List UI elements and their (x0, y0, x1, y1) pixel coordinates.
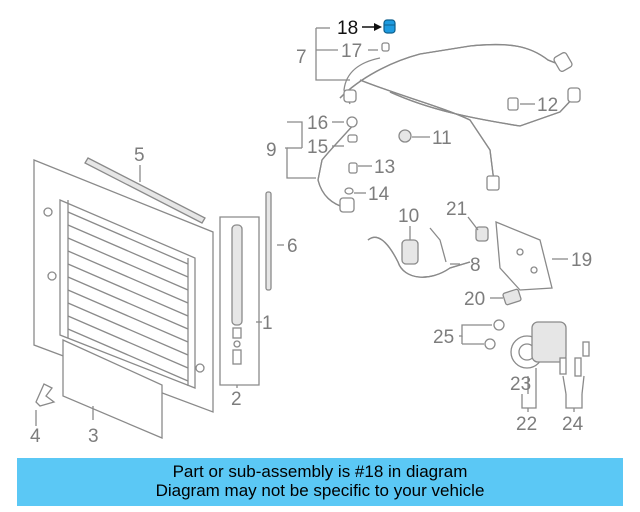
callout-18: 18 (337, 18, 358, 39)
part-20-21-pieces (475, 226, 522, 306)
callout-4: 4 (30, 426, 41, 447)
callout-11: 11 (432, 128, 452, 149)
leader-lines (35, 27, 585, 426)
compressor-assembly (510, 321, 590, 377)
part-8-10-suction-hose (367, 227, 471, 278)
callout-5: 5 (134, 145, 145, 166)
callout-10: 10 (398, 206, 419, 227)
refrigerant-lines (317, 43, 581, 213)
small-fittings (344, 42, 519, 195)
part-3-air-deflector (62, 338, 163, 439)
callout-2: 2 (231, 389, 242, 410)
callout-25: 25 (433, 327, 454, 348)
parts-diagram: 1 2 3 4 5 6 7 8 9 10 11 12 13 14 15 16 1… (30, 18, 592, 447)
callout-22: 22 (516, 414, 537, 435)
part-25-fasteners (484, 319, 505, 350)
part-info-banner: Part or sub-assembly is #18 in diagram D… (17, 458, 623, 506)
callout-8: 8 (470, 255, 481, 276)
part-5-seal-strip (84, 157, 206, 224)
part-18-highlighted-cap (362, 19, 396, 34)
banner-line-2: Diagram may not be specific to your vehi… (155, 481, 485, 500)
callout-20: 20 (464, 289, 485, 310)
banner-line-1: Part or sub-assembly is #18 in diagram (172, 462, 468, 481)
callout-12: 12 (537, 95, 558, 116)
callout-labels: 1 2 3 4 5 6 7 8 9 10 11 12 13 14 15 16 1… (30, 18, 592, 447)
part-4-bracket (35, 383, 56, 407)
callout-15: 15 (307, 137, 328, 158)
callout-6: 6 (287, 236, 298, 257)
callout-3: 3 (88, 426, 99, 447)
callout-13: 13 (374, 157, 395, 178)
callout-23: 23 (510, 374, 531, 395)
callout-24: 24 (562, 414, 584, 435)
callout-19: 19 (571, 250, 592, 271)
callout-9: 9 (266, 140, 277, 161)
part-19-bracket (495, 220, 553, 291)
callout-14: 14 (368, 184, 390, 205)
callout-21: 21 (446, 199, 467, 220)
callout-17: 17 (341, 41, 362, 62)
callout-16: 16 (307, 113, 328, 134)
callout-1: 1 (262, 313, 273, 334)
receiver-drier-assembly (219, 216, 260, 386)
callout-7: 7 (296, 47, 307, 68)
part-6-seal (265, 191, 272, 291)
